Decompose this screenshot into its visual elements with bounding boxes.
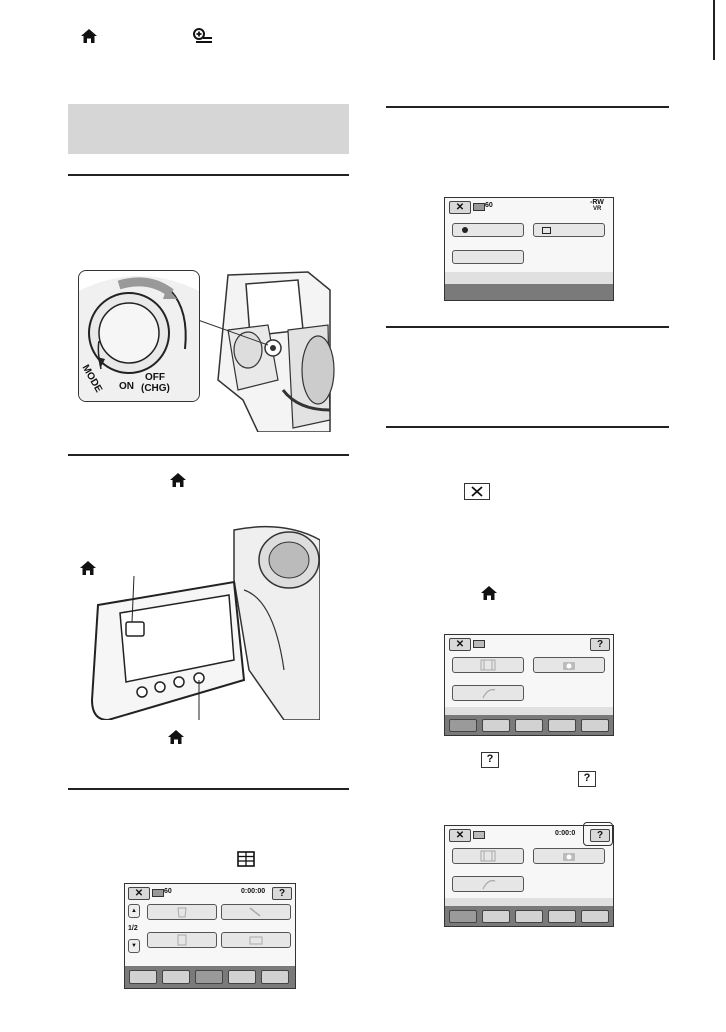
index-menu-screen: ✕ 60 0:00:00 ? ▲ 1/2 ▼	[124, 883, 296, 989]
tab-manage[interactable]	[548, 719, 576, 732]
home-icon	[81, 29, 97, 43]
step-rule-4	[386, 106, 669, 108]
tab-settings[interactable]	[581, 719, 609, 732]
battery-icon	[473, 640, 485, 648]
tab-settings[interactable]	[581, 910, 609, 923]
record-photo-button[interactable]	[533, 223, 605, 237]
menu-item-smooth-slow[interactable]	[452, 876, 524, 892]
question-mark-icon: ?	[578, 771, 596, 787]
close-button[interactable]: ✕	[449, 201, 471, 214]
dial-chg-label: (CHG)	[141, 383, 170, 394]
help-button[interactable]: ?	[590, 829, 610, 842]
home-menu-help-screen: ✕ 0:00:0 ?	[444, 825, 614, 927]
page-indicator: 1/2	[128, 925, 138, 932]
tab-camera[interactable]	[129, 970, 157, 984]
menu-item-edit[interactable]	[221, 904, 291, 920]
record-option-button[interactable]	[452, 250, 524, 264]
tab-manage[interactable]	[548, 910, 576, 923]
scroll-up-button[interactable]: ▲	[128, 904, 140, 918]
home-icon	[170, 473, 186, 487]
tab-camera[interactable]	[449, 719, 477, 732]
media-label: -RW	[590, 199, 604, 206]
bottom-bar	[445, 284, 613, 300]
tab-playback[interactable]	[482, 719, 510, 732]
step-rule-1	[68, 174, 349, 176]
close-x-icon	[464, 483, 490, 500]
battery-counter: 60	[164, 888, 172, 895]
menu-item-delete[interactable]	[147, 904, 217, 920]
camcorder-lcd-illustration	[84, 520, 321, 732]
help-button[interactable]: ?	[272, 887, 292, 900]
section-header-band	[68, 104, 349, 154]
index-grid-icon	[237, 851, 255, 867]
menu-item-movie[interactable]	[452, 657, 524, 673]
battery-icon	[473, 203, 485, 211]
home-icon	[481, 586, 497, 600]
step-rule-5	[386, 326, 669, 328]
tab-playback[interactable]	[482, 910, 510, 923]
tab-others[interactable]	[515, 719, 543, 732]
home-icon	[80, 561, 96, 575]
dial-on-label: ON	[119, 381, 134, 392]
home-menu-screen: ✕ ?	[444, 634, 614, 736]
camcorder-side-drawing	[197, 271, 335, 433]
battery-icon	[473, 831, 485, 839]
menu-item-smooth-slow[interactable]	[452, 685, 524, 701]
time-counter: 0:00:00	[241, 888, 266, 895]
tab-manage[interactable]	[228, 970, 256, 984]
status-strip	[445, 898, 613, 906]
dial-inset-box: MODE ON OFF (CHG)	[78, 270, 200, 402]
tab-others[interactable]	[195, 970, 223, 984]
time-counter: 0:00:0	[555, 830, 576, 837]
menu-item-playlist[interactable]	[147, 932, 217, 948]
page-edge-rule	[713, 0, 715, 60]
close-button[interactable]: ✕	[128, 887, 150, 900]
menu-item-photo[interactable]	[533, 848, 605, 864]
tab-playback[interactable]	[162, 970, 190, 984]
tab-settings[interactable]	[261, 970, 289, 984]
dial-off-label: OFF	[145, 372, 165, 383]
step-rule-2	[68, 454, 349, 456]
close-button[interactable]: ✕	[449, 829, 471, 842]
tab-others[interactable]	[515, 910, 543, 923]
help-button[interactable]: ?	[590, 638, 610, 651]
menu-item-movie[interactable]	[452, 848, 524, 864]
battery-counter: 60	[485, 202, 493, 209]
tab-camera[interactable]	[449, 910, 477, 923]
close-button[interactable]: ✕	[449, 638, 471, 651]
question-mark-icon: ?	[481, 752, 499, 768]
home-icon	[168, 730, 184, 744]
status-strip	[445, 272, 613, 284]
recording-screen: ✕ 60 -RW VR	[444, 197, 614, 301]
menu-item-photo[interactable]	[533, 657, 605, 673]
media-sublabel: VR	[593, 206, 602, 212]
help-highlight-frame	[583, 822, 613, 846]
record-movie-button[interactable]	[452, 223, 524, 237]
scroll-down-button[interactable]: ▼	[128, 939, 140, 953]
step-rule-3	[68, 788, 349, 790]
status-strip	[445, 707, 613, 715]
dial-illustration	[68, 270, 335, 433]
menu-item-print[interactable]	[221, 932, 291, 948]
battery-icon	[152, 889, 164, 897]
option-list-icon	[193, 28, 212, 43]
step-rule-6	[386, 426, 669, 428]
